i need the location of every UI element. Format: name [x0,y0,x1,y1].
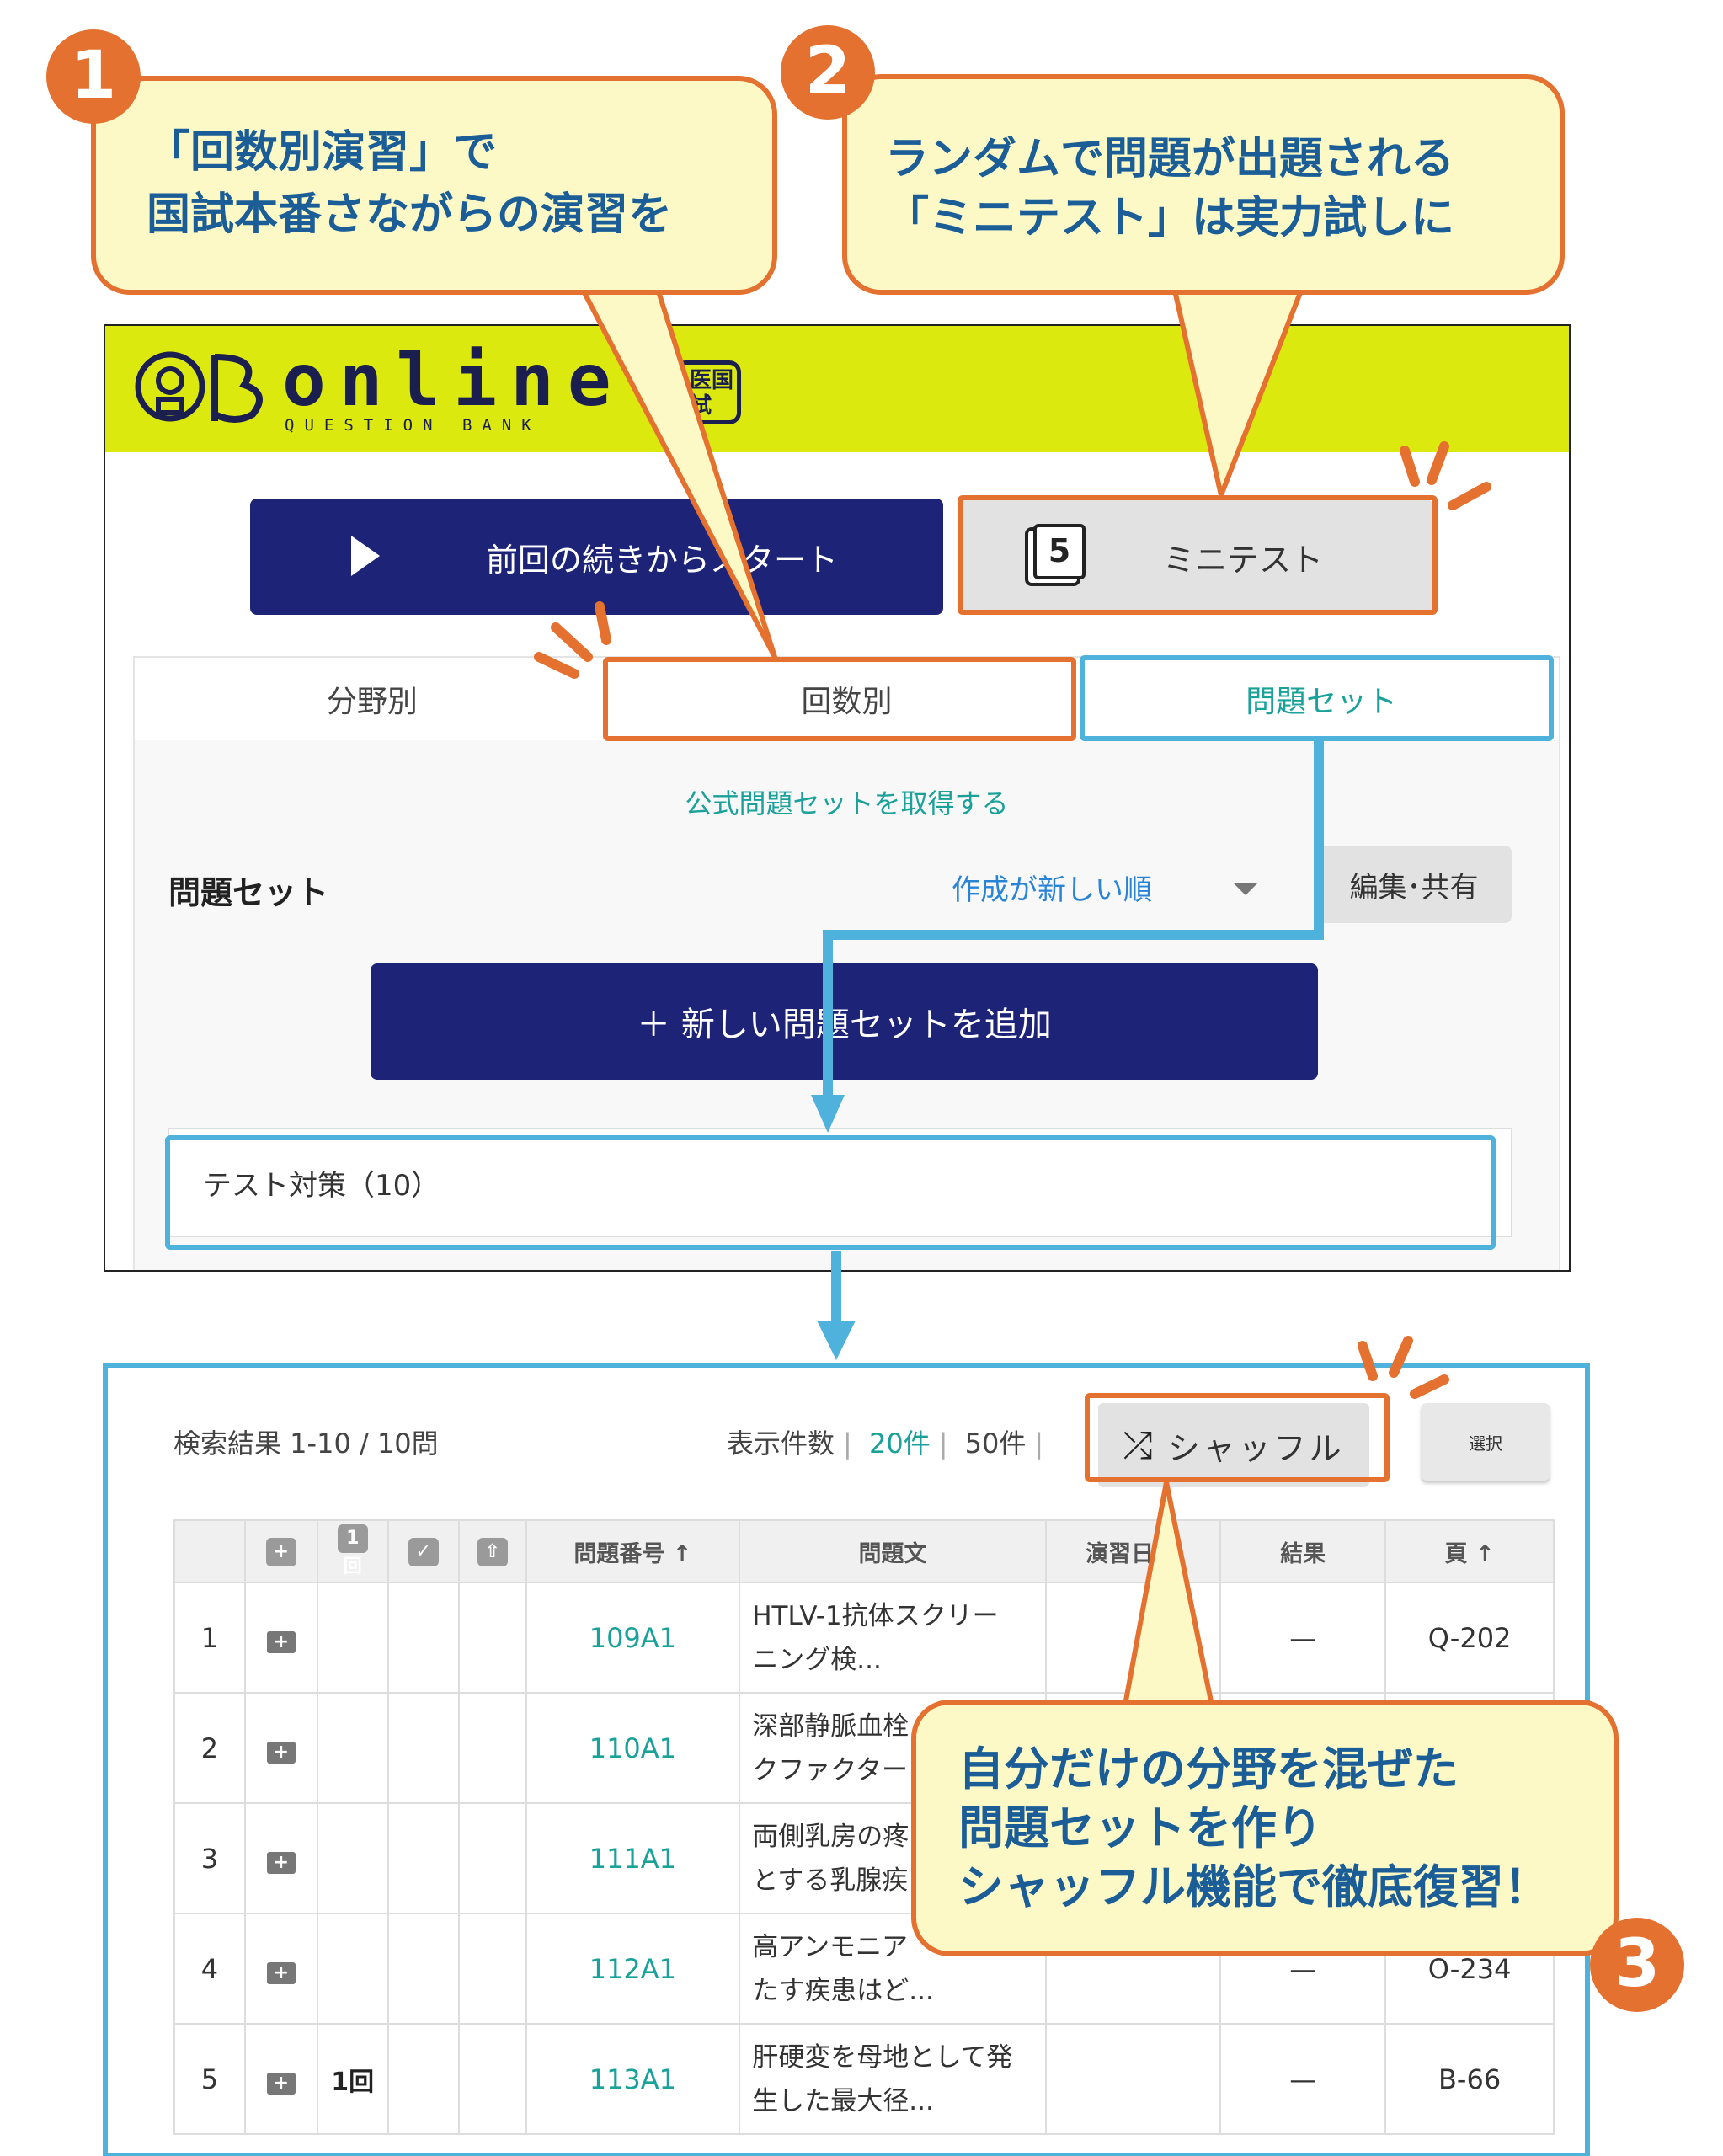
round-one-icon: 1回 [331,2067,375,2097]
row-round [316,1913,389,2025]
chevron-down-icon[interactable] [1234,883,1257,895]
col-index [173,1519,246,1583]
table-row[interactable]: 1 + 109A1 HTLV-1抗体スクリーニング検... — Q-202 [173,1582,1555,1694]
add-question-set-button[interactable]: ＋ 新しい問題セットを追加 [371,963,1318,1080]
minitest-label: ミニテスト [1163,541,1324,579]
minitest-five-icon: 5 [1033,524,1086,579]
qb-logo-mark-icon [135,351,263,423]
tab-by-round[interactable]: 回数別 [801,685,893,719]
row-question-number[interactable]: 110A1 [525,1692,741,1804]
upload-icon: ⇧ [477,1537,508,1566]
folder-add-icon[interactable]: + [266,2072,296,2095]
callout-question-set: 自分だけの分野を混ぜた 問題セットを作り シャッフル機能で徹底復習！ [911,1700,1619,1956]
row-question-number[interactable]: 113A1 [525,2023,741,2135]
shuffle-highlight [1085,1393,1390,1482]
row-page: B-66 [1384,2023,1555,2135]
table-header: + 1回 ✓ ⇧ 問題番号 ↑ 問題文 演習日 ↑ 結果 頁 ↑ [173,1519,1555,1583]
resume-button[interactable]: 前回の続きからスタート [250,499,943,615]
col-up[interactable]: ⇧ [457,1519,527,1583]
shuffle-label: シャッフル [1167,1429,1345,1467]
sort-select[interactable]: 作成が新しい順 [952,873,1152,907]
row-date [1044,2023,1222,2135]
set-item-highlight [165,1135,1496,1250]
row-result: — [1219,2023,1387,2135]
minitest-button[interactable]: 5 ミニテスト [961,499,1432,615]
callout2-tail [1172,288,1304,498]
row-result: — [1219,1582,1387,1694]
round-one-icon: 1回 [337,1524,368,1577]
callout-round-practice: 「回数別演習」で 国試本番さながらの演習を [91,76,777,295]
per-page-label: 表示件数 [727,1428,835,1460]
row-question-number[interactable]: 111A1 [525,1802,741,1914]
logo-word: online [282,339,625,423]
folder-add-icon[interactable]: + [266,1630,296,1653]
result-count: 検索結果 1-10 / 10問 [173,1428,439,1460]
row-page: Q-202 [1384,1582,1555,1694]
folder-add-icon: + [265,1537,296,1566]
check-icon: ✓ [408,1537,439,1566]
resume-label: 前回の続きからスタート [486,541,839,579]
row-question-text: HTLV-1抗体スクリーニング検... [739,1582,1047,1694]
per-page-20[interactable]: 20件 [868,1428,931,1460]
callout1-tail [579,284,777,659]
shuffle-button[interactable]: ⤮ シャッフル [1098,1403,1369,1487]
callout3-tail [1122,1480,1215,1712]
row-question-text: 肝硬変を母地として発生した最大径... [739,2023,1047,2135]
col-practice-date[interactable]: 演習日 ↑ [1044,1519,1222,1583]
edit-share-button[interactable]: 編集･共有 [1316,846,1512,923]
question-set-heading: 問題セット [168,874,329,911]
row-round [316,1582,389,1694]
row-index: 1 [173,1582,246,1694]
blue-arrow-line [823,741,1324,1095]
row-index: 5 [173,2023,246,2135]
col-page[interactable]: 頁 ↑ [1384,1519,1555,1583]
step-marker-1: 1 [46,29,141,124]
row-round [316,1692,389,1804]
play-icon [351,536,380,576]
tab-by-field[interactable]: 分野別 [326,685,418,719]
arrow-down-icon [817,1321,856,1360]
col-add[interactable]: + [243,1519,318,1583]
row-round [316,1802,389,1914]
row-question-number[interactable]: 112A1 [525,1913,741,2025]
col-question-text: 問題文 [739,1519,1047,1583]
col-round[interactable]: 1回 [316,1519,389,1583]
app-screenshot: online QUESTION BANK 医国試 前回の続きからスタート 5 ミ… [104,324,1571,1272]
spark-icon [534,441,1491,1399]
row-index: 3 [173,1802,246,1914]
col-result[interactable]: 結果 [1219,1519,1387,1583]
col-check[interactable]: ✓ [387,1519,460,1583]
shuffle-icon: ⤮ [1123,1423,1156,1467]
question-set-item[interactable]: テスト対策（10） [168,1128,1512,1237]
minitest-highlight [958,495,1438,615]
folder-add-icon[interactable]: + [266,1961,296,1984]
arrow-down-icon [811,1095,845,1133]
logo-subtitle: QUESTION BANK [285,416,541,435]
round-tab-highlight [603,657,1076,741]
folder-add-icon[interactable]: + [266,1851,296,1874]
step-marker-3: 3 [1590,1918,1684,2012]
callout-minitest: ランダムで問題が出題される 「ミニテスト」は実力試しに [842,74,1565,295]
select-button[interactable]: 選択 [1422,1403,1550,1481]
get-official-sets-link[interactable]: 公式問題セットを取得する [685,787,1009,819]
table-row[interactable]: 4 + 112A1 高アンモニアたす疾患はど... — O-234 [173,1913,1555,2025]
tab-question-sets[interactable]: 問題セット [1246,685,1398,719]
row-question-number[interactable]: 109A1 [525,1582,741,1694]
table-row[interactable]: 5 + 1回 113A1 肝硬変を母地として発生した最大径... — B-66 [173,2023,1555,2135]
question-set-tab-highlight [1080,655,1554,741]
col-question-number[interactable]: 問題番号 ↑ [525,1519,741,1583]
folder-add-icon[interactable]: + [266,1741,296,1764]
row-index: 2 [173,1692,246,1804]
step-marker-2: 2 [781,25,875,120]
per-page-selector: 表示件数| 20件| 50件| [727,1428,1044,1460]
per-page-50[interactable]: 50件 [964,1428,1027,1460]
row-index: 4 [173,1913,246,2025]
question-set-panel: 公式問題セットを取得する 問題セット 作成が新しい順 編集･共有 ＋ 新しい問題… [133,740,1560,1270]
